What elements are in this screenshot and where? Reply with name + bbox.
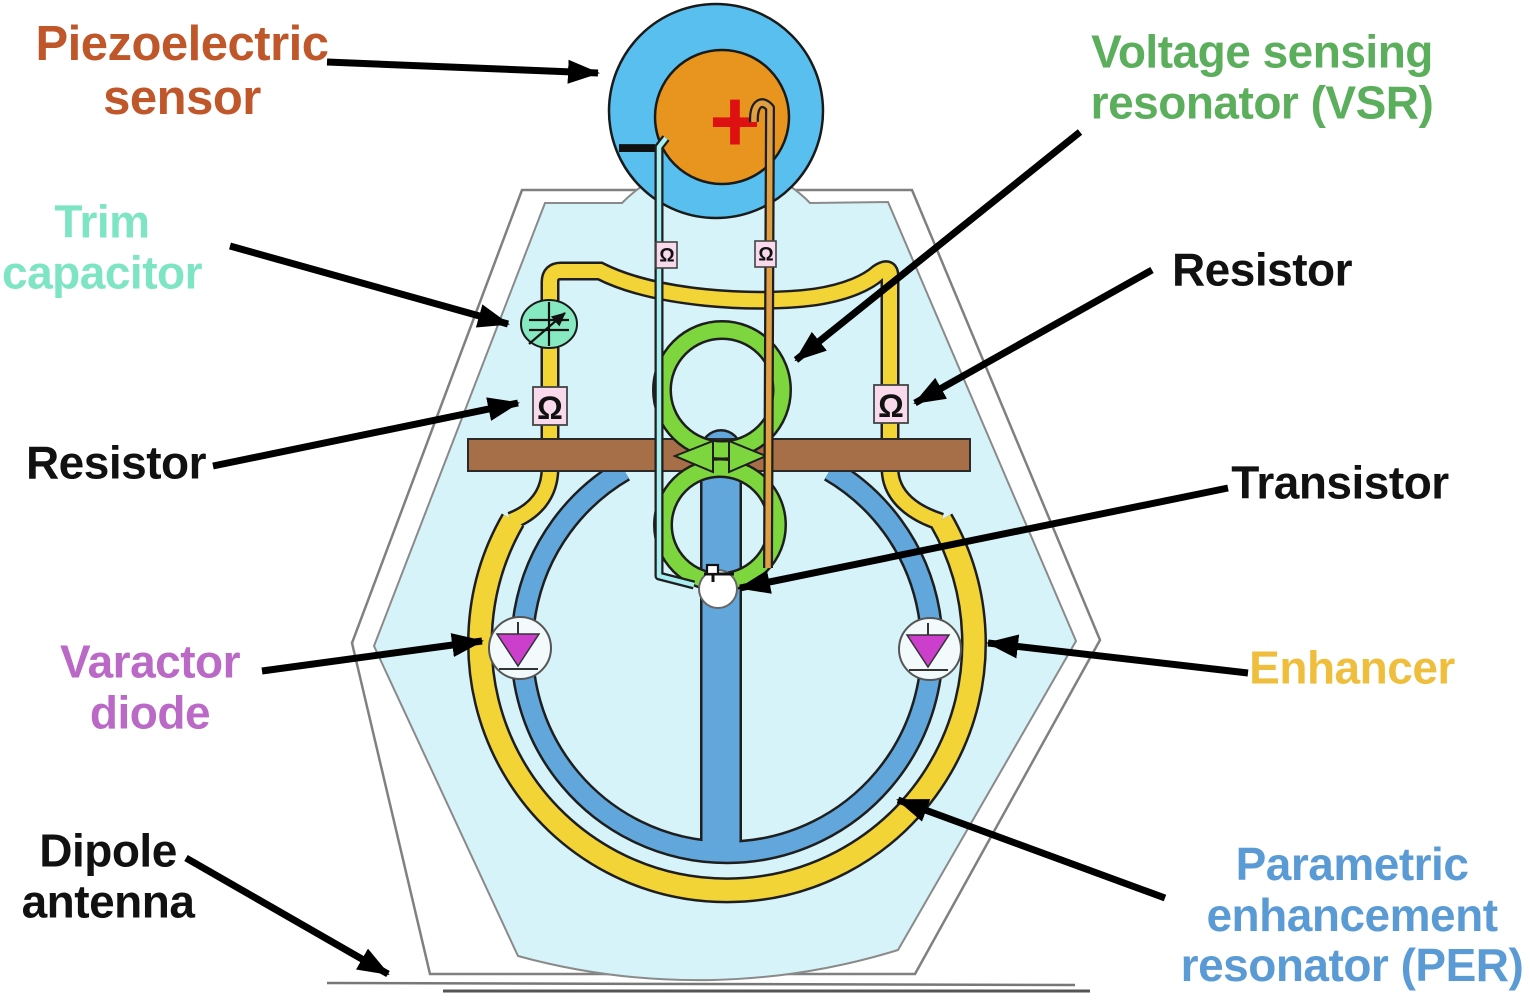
resistor-box-wire-left: Ω bbox=[655, 241, 678, 269]
label-line: Varactor bbox=[59, 635, 241, 688]
arrow-piezoelectric bbox=[326, 58, 600, 84]
minus-symbol: − bbox=[616, 108, 658, 188]
sensor-inner-disc bbox=[653, 48, 791, 186]
label-resistor-right: Resistor bbox=[1171, 243, 1353, 296]
arrow-varactor bbox=[261, 633, 484, 675]
annotation-arrows bbox=[184, 58, 1249, 978]
label-line: Resistor bbox=[25, 436, 207, 489]
wire-positive bbox=[751, 100, 773, 569]
label-dipole-antenna: Dipole antenna bbox=[22, 825, 195, 926]
label-vsr: Voltage sensing resonator (VSR) bbox=[1091, 26, 1434, 127]
label-line: capacitor bbox=[1, 246, 203, 298]
varactor-triangle bbox=[495, 633, 541, 668]
arrow-enhancer bbox=[986, 634, 1249, 677]
label-line: Transistor bbox=[1231, 456, 1449, 509]
label-per: Parametric enhancement resonator (PER) bbox=[1181, 839, 1524, 991]
label-line: Piezoelectric bbox=[35, 17, 329, 72]
vsr-bowtie bbox=[672, 439, 769, 474]
label-piezoelectric-sensor: Piezoelectric sensor bbox=[35, 17, 329, 126]
trim-capacitor bbox=[520, 299, 578, 349]
label-line: Dipole bbox=[39, 824, 177, 877]
label-line: resonator (PER) bbox=[1180, 939, 1524, 992]
label-line: Parametric bbox=[1235, 838, 1469, 891]
wire-negative bbox=[656, 136, 695, 588]
label-line: Trim bbox=[54, 195, 150, 248]
arrow-dipole bbox=[184, 854, 390, 978]
label-line: sensor bbox=[103, 71, 261, 125]
resistor-box-wire-right: Ω bbox=[754, 240, 777, 268]
label-enhancer: Enhancer bbox=[1249, 643, 1455, 694]
omega-symbol: Ω bbox=[758, 245, 773, 266]
varactor-triangle bbox=[905, 634, 951, 669]
label-line: antenna bbox=[21, 875, 195, 927]
per-ring bbox=[512, 431, 942, 862]
omega-symbol: Ω bbox=[537, 390, 563, 426]
resistor-box-track-left: Ω bbox=[532, 386, 568, 426]
trim-capacitor-symbol bbox=[528, 302, 569, 346]
varactor-diode-left bbox=[488, 616, 552, 680]
antenna-arm-upper bbox=[326, 981, 1076, 987]
label-trim-capacitor: Trim capacitor bbox=[1, 195, 203, 298]
label-resistor-left: Resistor bbox=[25, 436, 207, 489]
label-line: resonator (VSR) bbox=[1090, 76, 1434, 128]
label-line: Enhancer bbox=[1249, 641, 1455, 694]
arrow-per bbox=[896, 796, 1167, 902]
dipole-antenna bbox=[326, 981, 1090, 993]
label-varactor-diode: Varactor diode bbox=[59, 635, 241, 738]
label-transistor: Transistor bbox=[1231, 456, 1449, 509]
arrow-vsr bbox=[793, 129, 1083, 363]
arrow-resistor-left bbox=[212, 397, 520, 470]
sensor-wires bbox=[654, 98, 775, 590]
piezoelectric-sensor: + − bbox=[607, 2, 825, 220]
resistor-box-track-right: Ω bbox=[873, 384, 909, 424]
arrow-trim-capacitor bbox=[229, 242, 510, 328]
label-line: Resistor bbox=[1171, 243, 1353, 296]
omega-symbol: Ω bbox=[659, 246, 674, 267]
transistor-symbol bbox=[704, 563, 734, 582]
transistor bbox=[698, 563, 738, 609]
varactor-diode-right bbox=[898, 617, 962, 681]
label-line: Voltage sensing bbox=[1091, 25, 1433, 78]
omega-symbol: Ω bbox=[878, 388, 904, 424]
resistors: Ω Ω Ω Ω bbox=[532, 240, 909, 426]
arrow-transistor bbox=[738, 484, 1229, 594]
label-line: enhancement bbox=[1206, 888, 1498, 941]
label-line: diode bbox=[89, 686, 211, 738]
arrow-resistor-right bbox=[913, 266, 1154, 407]
